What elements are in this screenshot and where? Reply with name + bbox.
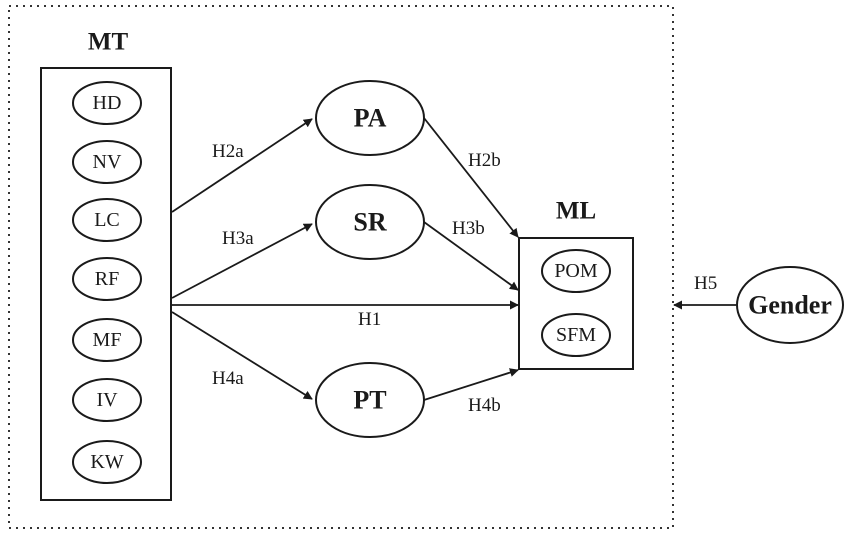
node-sr-label: SR (353, 208, 386, 237)
mt-item-hd: HD (72, 81, 142, 125)
mt-item-nv: NV (72, 140, 142, 184)
label-h3a: H3a (222, 228, 254, 249)
edge-pa-ml (423, 117, 519, 238)
edge-sr-ml (423, 221, 519, 291)
edge-mt-pt (171, 311, 313, 400)
mt-item-label: HD (93, 92, 122, 114)
edge-pt-ml (423, 368, 519, 401)
mt-item-label: LC (94, 209, 120, 231)
ml-item-label: POM (554, 260, 598, 282)
mt-item-label: RF (95, 268, 119, 290)
node-gender: Gender (736, 266, 844, 344)
mt-item-label: IV (96, 389, 118, 411)
label-h3b: H3b (452, 218, 485, 239)
ml-title: ML (556, 198, 596, 225)
mt-item-rf: RF (72, 257, 142, 301)
ml-item-pom: POM (541, 249, 611, 293)
mt-item-iv: IV (72, 378, 142, 422)
label-h5: H5 (694, 273, 717, 294)
edge-mt-pa (171, 118, 313, 213)
mt-item-mf: MF (72, 318, 142, 362)
label-h4a: H4a (212, 368, 244, 389)
node-pt: PT (315, 362, 425, 438)
label-h2b: H2b (468, 150, 501, 171)
mt-item-label: KW (90, 451, 123, 473)
ml-item-sfm: SFM (541, 313, 611, 357)
mt-item-label: MF (93, 329, 122, 351)
edge-mt-sr (171, 223, 313, 299)
mt-title: MT (88, 29, 129, 56)
mt-item-lc: LC (72, 198, 142, 242)
mt-item-kw: KW (72, 440, 142, 484)
node-pt-label: PT (353, 386, 386, 415)
label-h4b: H4b (468, 395, 501, 416)
label-h1: H1 (358, 309, 381, 330)
node-gender-label: Gender (748, 291, 832, 320)
model-boundary (8, 5, 674, 529)
ml-item-label: SFM (556, 324, 596, 346)
mt-item-label: NV (93, 151, 122, 173)
node-pa: PA (315, 80, 425, 156)
node-sr: SR (315, 184, 425, 260)
label-h2a: H2a (212, 141, 244, 162)
node-pa-label: PA (354, 104, 387, 133)
